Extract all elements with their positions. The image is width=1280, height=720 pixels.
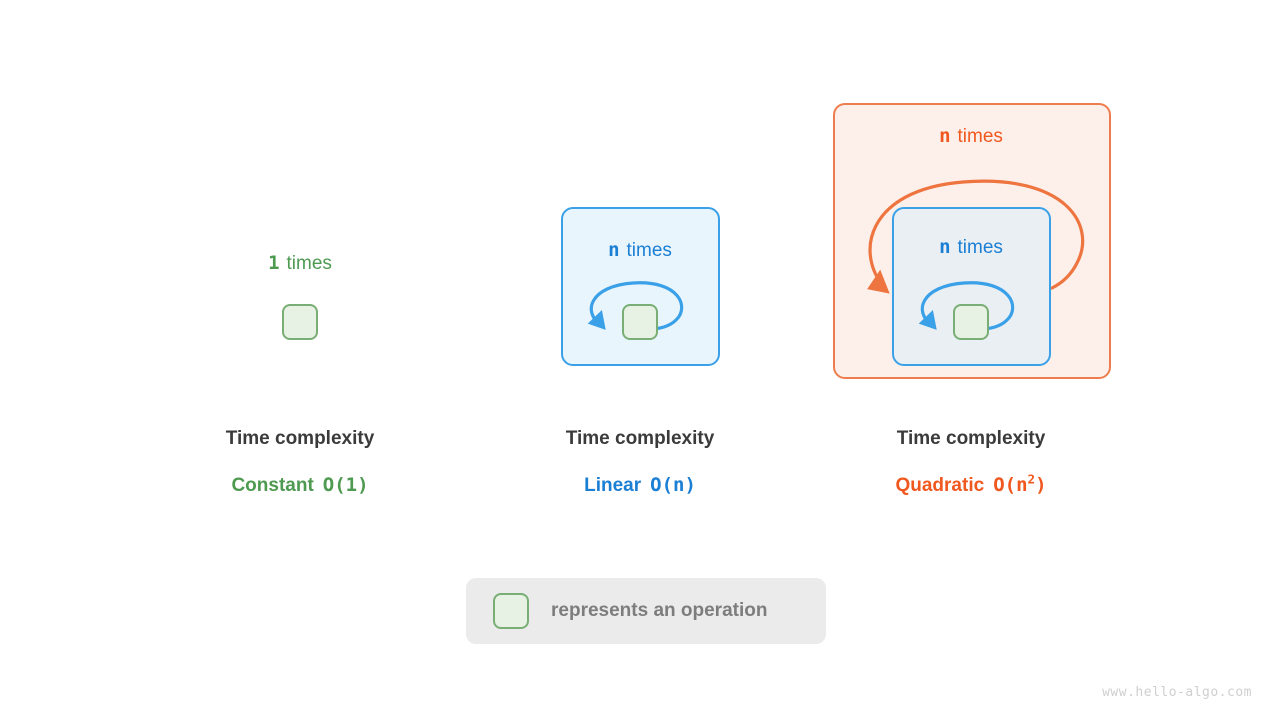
operation-square-icon xyxy=(493,593,529,629)
outer-loop-box-linear xyxy=(561,207,720,366)
loop-count-word: times xyxy=(286,253,332,274)
complexity-bigo-base: O(n xyxy=(993,474,1028,496)
loop-count-word: times xyxy=(957,126,1003,147)
complexity-name: Constant xyxy=(231,475,314,496)
inner-loop-box-quadratic xyxy=(892,207,1051,366)
complexity-bigo-exponent: 2 xyxy=(1027,471,1036,487)
watermark: www.hello-algo.com xyxy=(1102,685,1252,700)
caption-title-linear: Time complexity xyxy=(565,428,715,449)
operation-square xyxy=(282,304,318,340)
caption-value-linear: Linear O(n) xyxy=(490,474,790,497)
complexity-name: Linear xyxy=(584,475,642,496)
operation-square xyxy=(953,304,989,340)
loop-count-value: n xyxy=(939,125,951,147)
caption-value-constant: Constant O(1) xyxy=(150,474,450,497)
operation-square xyxy=(622,304,658,340)
loop-count-value: 1 xyxy=(268,252,280,274)
loop-count-value: n xyxy=(939,236,951,258)
caption-title-constant: Time complexity xyxy=(225,428,375,449)
caption-value-quadratic: Quadratic O(n2) xyxy=(821,471,1121,497)
loop-count-label-constant: 1 times xyxy=(150,252,450,274)
legend-label: represents an operation xyxy=(551,600,768,621)
complexity-bigo-tail: ) xyxy=(1035,474,1047,496)
legend: represents an operation xyxy=(466,578,826,644)
caption-title-quadratic: Time complexity xyxy=(896,428,1046,449)
loop-count-word: times xyxy=(626,240,672,261)
loop-count-value: n xyxy=(608,239,620,261)
panel-constant: 1 times Time complexity Constant O(1) xyxy=(150,0,450,560)
complexity-bigo: O(n2) xyxy=(993,471,1047,496)
complexity-bigo: O(n) xyxy=(650,474,696,496)
complexity-name: Quadratic xyxy=(895,475,985,496)
loop-count-word: times xyxy=(957,237,1003,258)
complexity-bigo: O(1) xyxy=(322,474,369,496)
